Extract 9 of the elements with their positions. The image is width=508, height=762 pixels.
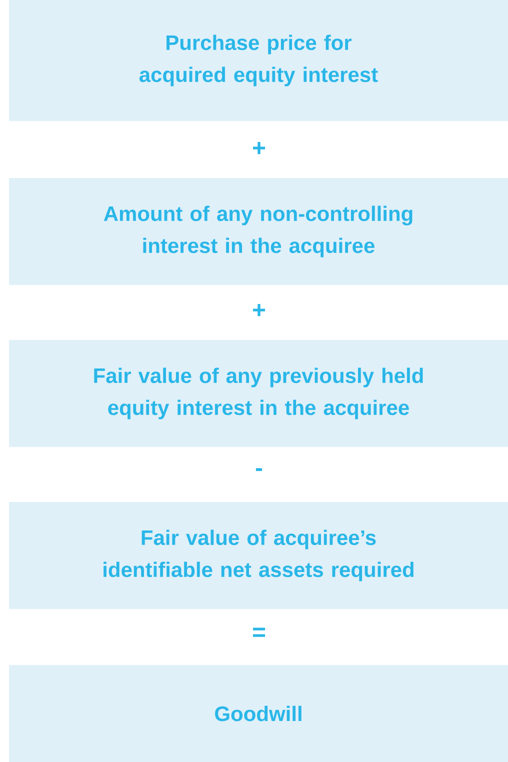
operator-sign: - (256, 468, 262, 472)
formula-box: Fair value of any previously held equity interest in the acquiree (9, 340, 508, 447)
formula-box: Purchase price for acquired equity interest (9, 0, 508, 121)
operator-sign: = (253, 628, 266, 637)
operator-sign: + (253, 142, 266, 154)
operator-sign: + (253, 304, 266, 316)
formula-box: Fair value of acquiree’s identifiable net assets required (9, 502, 508, 609)
formula-box: Amount of any non-controlling interest in the acquiree (9, 178, 508, 285)
formula-box: Goodwill (9, 665, 508, 762)
